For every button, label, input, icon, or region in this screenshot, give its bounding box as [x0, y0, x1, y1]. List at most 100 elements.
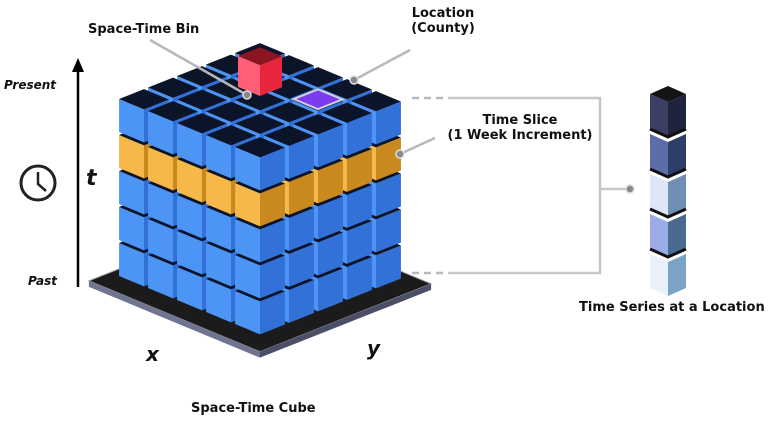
bin-cube-right-face	[376, 245, 401, 289]
time-slice-cube-left-face	[177, 159, 202, 203]
time-slice-cube-left-face	[119, 135, 144, 179]
bin-cube-top-face	[206, 101, 256, 122]
bin-cube-right-face	[318, 124, 343, 168]
time-slice-label-line2: (1 Week Increment)	[447, 128, 593, 143]
bin-cube-top-face	[119, 89, 169, 110]
bin-cube-top-face	[177, 66, 227, 87]
time-slice-cube-left-face	[235, 183, 260, 227]
bin-cube-top-face	[264, 102, 314, 123]
space-time-bin-cube-left-face	[237, 56, 260, 96]
location-label: Location (County)	[398, 6, 488, 36]
cube-caption: Space-Time Cube	[191, 401, 316, 416]
bin-cube-left-face	[206, 279, 231, 323]
bin-cube-left-face	[206, 243, 231, 287]
bin-cube-right-face	[289, 207, 314, 251]
base-plate-edge-left	[88, 280, 261, 358]
time-series-bracket	[448, 96, 628, 275]
bin-cube-left-face	[235, 219, 260, 263]
series-caption: Time Series at a Location	[579, 300, 765, 315]
space-time-bin-cube-right-face	[260, 56, 283, 96]
bin-cube-left-face	[235, 147, 260, 191]
time-slice-label-line1: Time Slice	[482, 113, 558, 128]
bin-cube-left-face	[148, 111, 173, 155]
series-cube-separator	[649, 207, 687, 219]
time-slice-cube-right-face	[347, 148, 372, 192]
series-cube-left-face	[650, 254, 668, 296]
bin-cube-top-face	[293, 67, 343, 88]
bin-cube-left-face	[206, 135, 231, 179]
bin-cube-top-face	[351, 91, 401, 112]
series-cube-right-face	[668, 214, 686, 256]
bracket-dot	[625, 184, 635, 194]
time-axis-arrowhead	[72, 58, 84, 72]
series-cube-separator	[649, 127, 687, 139]
series-cube-left-face	[650, 174, 668, 216]
bin-cube-top-face	[148, 101, 198, 122]
time-slice-leader	[399, 136, 436, 156]
time-slice-label: Time Slice (1 Week Increment)	[440, 113, 600, 143]
bin-cube-top-face	[235, 113, 285, 134]
bin-cube-left-face	[119, 171, 144, 215]
series-cube-left-face	[650, 94, 668, 136]
series-cube-right-face	[668, 94, 686, 136]
series-cube-right-face	[668, 254, 686, 296]
bin-cube-top-face	[177, 89, 227, 110]
y-axis-label: y	[367, 336, 381, 360]
time-slice-dot	[395, 149, 405, 159]
series-cube-separator	[649, 167, 687, 179]
series-cube-left-face	[650, 214, 668, 256]
base-plate-edge-right	[260, 283, 432, 358]
bin-cube-top-face	[177, 113, 227, 134]
time-slice-cube-left-face	[148, 147, 173, 191]
x-axis-label: x	[146, 342, 159, 366]
bin-cube-right-face	[260, 291, 285, 335]
bin-cube-right-face	[347, 256, 372, 300]
bin-cube-right-face	[376, 101, 401, 145]
space-time-bin-cube-top-face	[237, 47, 283, 66]
bin-cube-right-face	[376, 209, 401, 253]
bin-cube-right-face	[260, 255, 285, 299]
space-time-bin-dot	[242, 90, 252, 100]
past-label: Past	[28, 274, 58, 288]
time-slice-cube-right-face	[289, 171, 314, 215]
bin-cube-left-face	[119, 243, 144, 287]
bin-cube-top-face	[264, 125, 314, 146]
bin-cube-right-face	[347, 112, 372, 156]
bin-cube-left-face	[148, 219, 173, 263]
bin-cube-left-face	[119, 99, 144, 143]
time-slice-cube-left-face	[206, 171, 231, 215]
bin-cube-top-face	[148, 77, 198, 98]
bin-cube-left-face	[148, 255, 173, 299]
bin-cube-right-face	[289, 243, 314, 287]
bin-cube-top-face	[322, 102, 372, 123]
t-axis-label: t	[86, 166, 97, 191]
series-cube-separator	[649, 247, 687, 259]
bin-cube-left-face	[177, 267, 202, 311]
bin-cube-left-face	[235, 291, 260, 335]
bin-cube-right-face	[260, 147, 285, 191]
bin-cube-left-face	[177, 231, 202, 275]
bin-cube-left-face	[119, 207, 144, 251]
bin-cube-top-face	[206, 125, 256, 146]
bin-cube-right-face	[289, 279, 314, 323]
space-time-bin-label: Space-Time Bin	[88, 22, 200, 37]
time-slice-cube-right-face	[260, 183, 285, 227]
bin-cube-left-face	[177, 195, 202, 239]
bin-cube-left-face	[148, 183, 173, 227]
bin-cube-top-face	[322, 79, 372, 100]
bin-cube-left-face	[206, 207, 231, 251]
location-highlight	[290, 88, 346, 111]
space-time-bin-leader	[149, 38, 248, 97]
series-cube-left-face	[650, 134, 668, 176]
bin-cube-right-face	[260, 219, 285, 263]
location-label-line2: (County)	[411, 21, 475, 36]
bin-cube-right-face	[318, 268, 343, 312]
clock-hands	[36, 172, 47, 192]
present-label: Present	[4, 78, 57, 92]
location-dot	[349, 75, 359, 85]
bin-cube-right-face	[376, 173, 401, 217]
series-cube-right-face	[668, 174, 686, 216]
bin-cube-right-face	[347, 220, 372, 264]
